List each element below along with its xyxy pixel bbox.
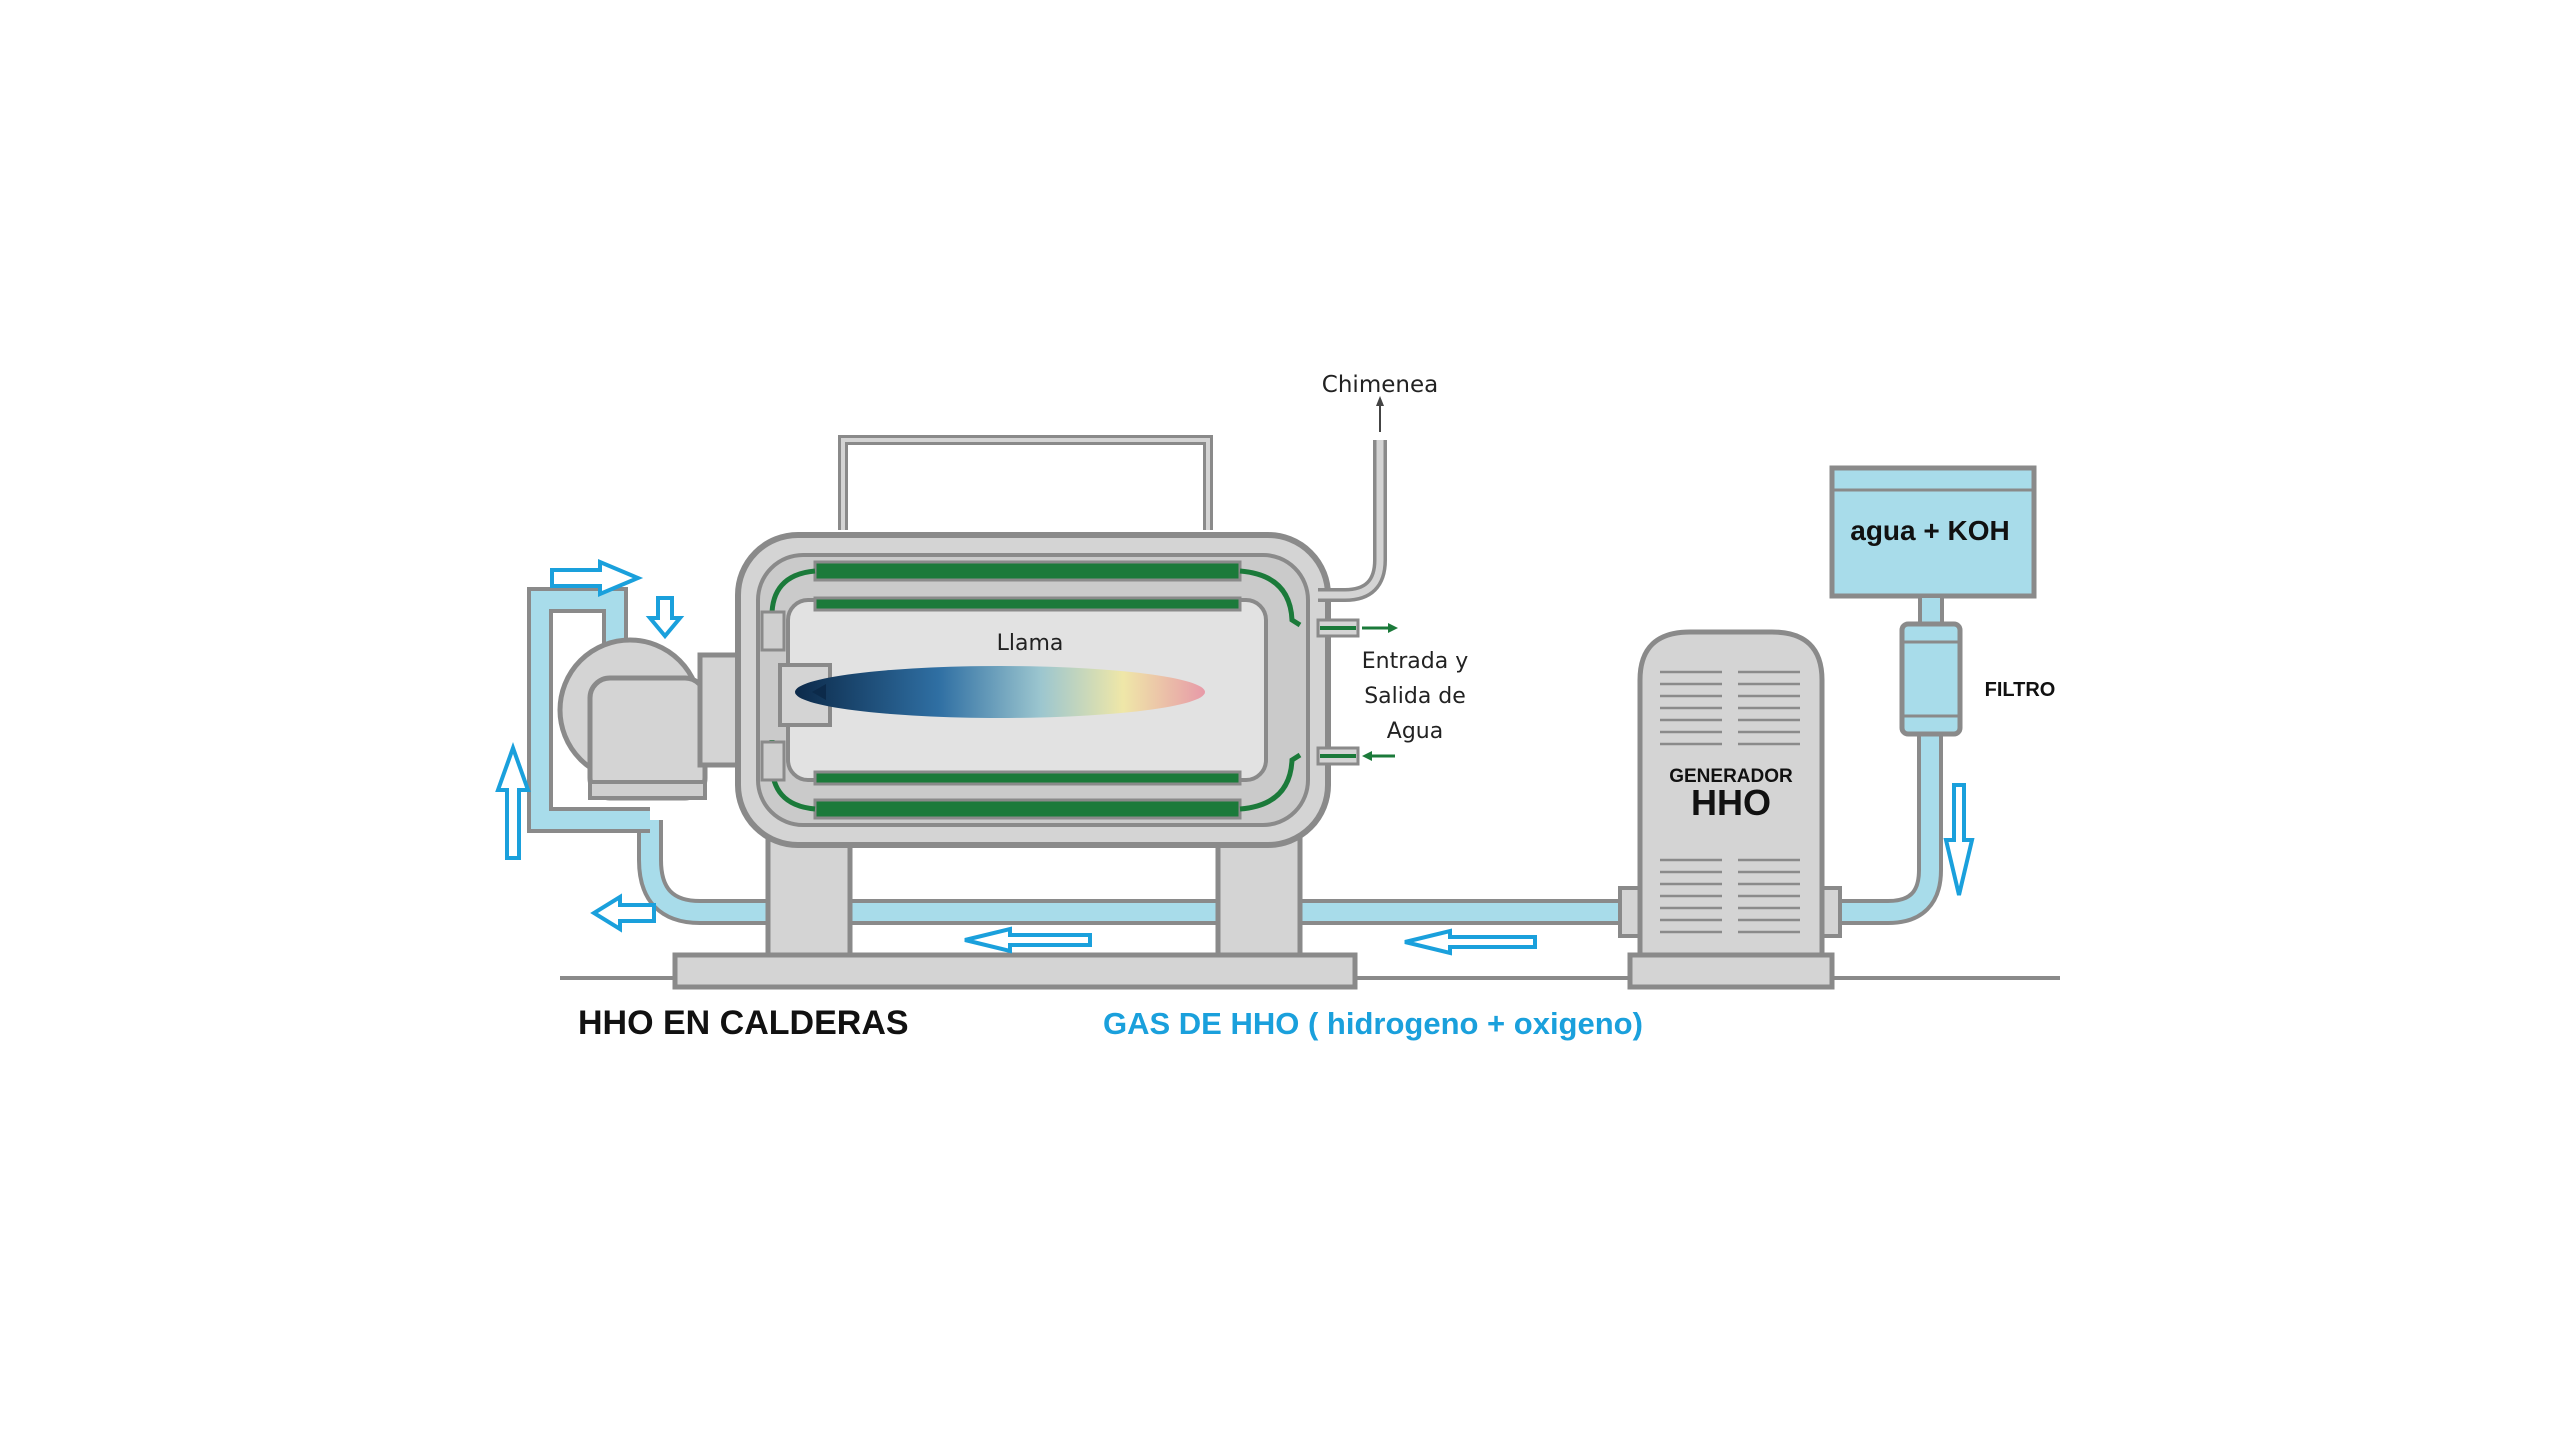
koh-tank (1829, 465, 2037, 599)
burner-nozzle (812, 684, 826, 700)
label-chimenea: Chimenea (1322, 372, 1438, 398)
flame (795, 666, 1205, 718)
flow-arrow-left-icon (590, 893, 656, 933)
water-arrow-out-icon (1362, 623, 1398, 633)
diagram-title: HHO EN CALDERAS (578, 1004, 909, 1042)
filter (1899, 621, 1963, 737)
flow-arrow-down-icon (645, 596, 685, 640)
gas-pipe (527, 587, 1943, 925)
label-generador: GENERADOR (1669, 766, 1793, 787)
label-tank: agua + KOH (1850, 515, 2009, 546)
flow-arrow-down-icon (1943, 783, 1975, 896)
hho-generator (1618, 629, 1842, 990)
label-entrada-2: Salida de (1364, 684, 1466, 709)
water-arrow-in-icon (1362, 751, 1395, 761)
flow-arrow-right-icon (550, 558, 644, 598)
label-llama: Llama (997, 631, 1064, 656)
flow-arrow-left-icon (1404, 928, 1537, 956)
label-filtro: FILTRO (1985, 679, 2056, 701)
diagram-subtitle: GAS DE HHO ( hidrogeno + oxigeno) (1103, 1006, 1643, 1041)
label-entrada-3: Agua (1387, 719, 1443, 744)
label-entrada-1: Entrada y (1362, 649, 1468, 674)
flow-arrow-left-icon (964, 926, 1092, 954)
label-hho: HHO (1691, 782, 1771, 823)
tank-connector (1918, 594, 1944, 626)
burner (557, 637, 748, 801)
chimney (1318, 440, 1387, 602)
flow-arrow-up-icon (495, 742, 531, 860)
